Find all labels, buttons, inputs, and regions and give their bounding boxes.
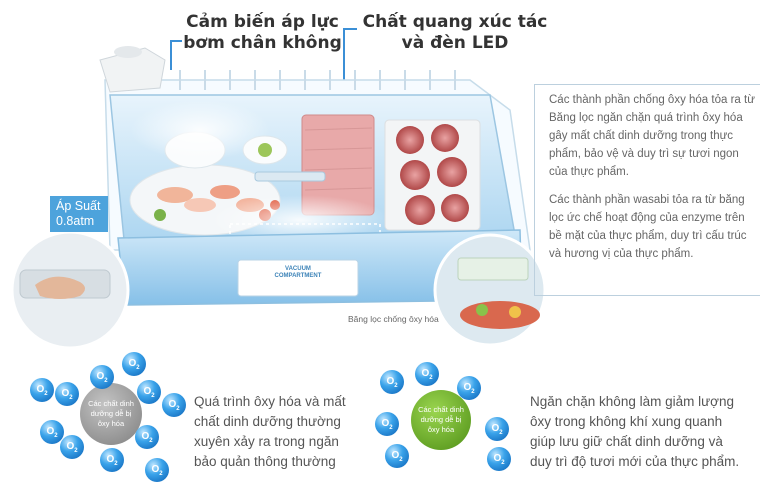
side-description-box: Các thành phần chống ôxy hóa tỏa ra từ B…	[534, 84, 760, 296]
antioxidant-paragraph: Các thành phần chống ôxy hóa tỏa ra từ B…	[549, 94, 755, 178]
compartment-label-line2: COMPARTMENT	[274, 273, 322, 279]
nutrient-core-gray: Các chất dinh dưỡng dễ bị ôxy hóa	[80, 383, 142, 445]
pressure-badge-label: Áp Suất	[56, 199, 101, 213]
oxygen-molecule-icon: O2	[30, 378, 54, 402]
oxygen-molecule-icon: O2	[90, 365, 114, 389]
compartment-label-line1: VACUUM	[285, 266, 311, 272]
bottom-left-diagram: Các chất dinh dưỡng dễ bị ôxy hóa O2 O2 …	[25, 352, 195, 484]
oxygen-molecule-icon: O2	[122, 352, 146, 376]
oxygen-molecule-icon: O2	[60, 435, 84, 459]
led-leader-line-h	[343, 28, 357, 30]
oxygen-molecule-icon: O2	[375, 412, 399, 436]
pressure-badge-value: 0.8atm	[56, 214, 95, 228]
oxygen-molecule-icon: O2	[100, 448, 124, 472]
oxygen-molecule-icon: O2	[485, 417, 509, 441]
nutrient-core-green: Các chất dinh dưỡng dễ bị ôxy hóa	[411, 390, 471, 450]
vacuum-sensor-callout: Cảm biến áp lực bơm chân không	[183, 12, 342, 53]
oxygen-molecule-icon: O2	[487, 447, 511, 471]
nutrient-core-gray-label: Các chất dinh dưỡng dễ bị ôxy hóa	[88, 399, 134, 428]
vacuum-storage-description: Ngăn chặn không làm giảm lượng ôxy trong…	[530, 394, 740, 469]
oxygen-molecule-icon: O2	[162, 393, 186, 417]
wasabi-paragraph: Các thành phần wasabi tỏa ra từ băng lọc…	[549, 194, 747, 260]
pressure-badge: Áp Suất 0.8atm	[50, 196, 108, 232]
normal-storage-description: Quá trình ôxy hóa và mất chất dinh dưỡng…	[194, 394, 346, 469]
compartment-label: VACUUM COMPARTMENT	[238, 266, 358, 280]
oxygen-molecule-icon: O2	[380, 370, 404, 394]
catalyst-led-callout: Chất quang xúc tác và đèn LED	[362, 12, 548, 53]
oxygen-molecule-icon: O2	[385, 444, 409, 468]
bottom-right-diagram: Các chất dinh dưỡng dễ bị ôxy hóa O2 O2 …	[375, 362, 525, 482]
sensor-leader-line-h	[170, 40, 182, 42]
oxygen-molecule-icon: O2	[145, 458, 169, 482]
oxygen-molecule-icon: O2	[55, 382, 79, 406]
oxygen-molecule-icon: O2	[137, 380, 161, 404]
oxygen-molecule-icon: O2	[135, 425, 159, 449]
oxygen-molecule-icon: O2	[415, 362, 439, 386]
vacuum-drawer-illustration	[10, 46, 547, 350]
filter-label: Băng lọc chống ôxy hóa	[348, 314, 439, 324]
oxygen-molecule-icon: O2	[457, 376, 481, 400]
nutrient-core-green-label: Các chất dinh dưỡng dễ bị ôxy hóa	[418, 405, 464, 434]
sensor-leader-line	[170, 40, 172, 70]
oxygen-molecule-icon: O2	[40, 420, 64, 444]
